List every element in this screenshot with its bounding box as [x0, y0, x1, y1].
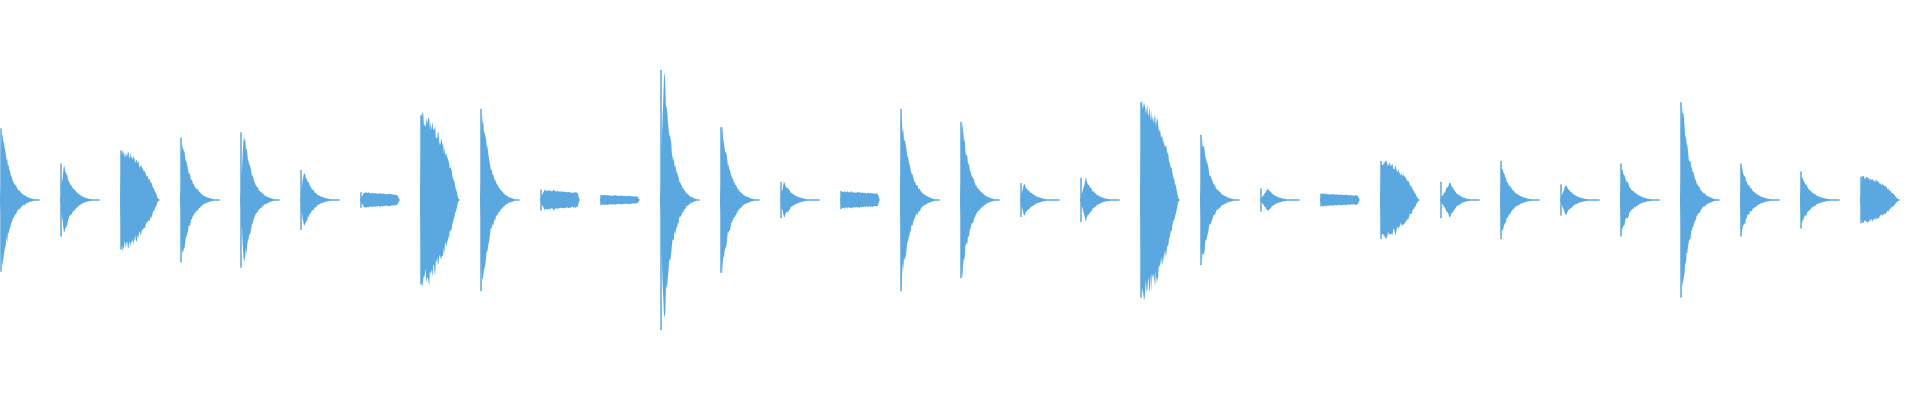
- waveform-hit: [120, 149, 160, 252]
- waveform-hit: [780, 181, 820, 218]
- waveform-hit: [360, 192, 400, 208]
- waveform-hit: [1440, 182, 1480, 218]
- waveform-hit: [1080, 177, 1120, 222]
- waveform-hit: [480, 114, 520, 280]
- waveform-hit: [1560, 185, 1600, 215]
- waveform-hit: [1260, 188, 1300, 211]
- waveform-hit: [1680, 106, 1720, 288]
- waveform-hit: [1140, 99, 1180, 300]
- waveform-hit: [300, 172, 340, 226]
- waveform-hit: [60, 165, 100, 233]
- waveform-hit: [240, 135, 280, 262]
- waveform-hit: [1380, 160, 1420, 240]
- waveform-hit: [1860, 176, 1900, 224]
- waveform-hits: [0, 69, 1900, 331]
- waveform-hit: [720, 125, 760, 275]
- waveform-hit: [1020, 183, 1060, 216]
- waveform-hit: [1320, 193, 1360, 207]
- waveform-hit: [960, 123, 1000, 278]
- waveform-hit: [600, 194, 640, 206]
- waveform-hit: [1200, 138, 1240, 261]
- waveform-hit: [900, 109, 940, 293]
- waveform-hit: [540, 189, 580, 211]
- waveform-hit: [420, 112, 460, 287]
- waveform-hit: [1800, 175, 1840, 224]
- waveform-hit: [1500, 166, 1540, 233]
- waveform-hit: [660, 72, 700, 318]
- waveform-hit: [840, 190, 880, 209]
- waveform-hit: [180, 143, 220, 255]
- waveform-hit: [1740, 165, 1780, 236]
- waveform-hit: [0, 134, 40, 266]
- waveform-hit: [1620, 166, 1660, 233]
